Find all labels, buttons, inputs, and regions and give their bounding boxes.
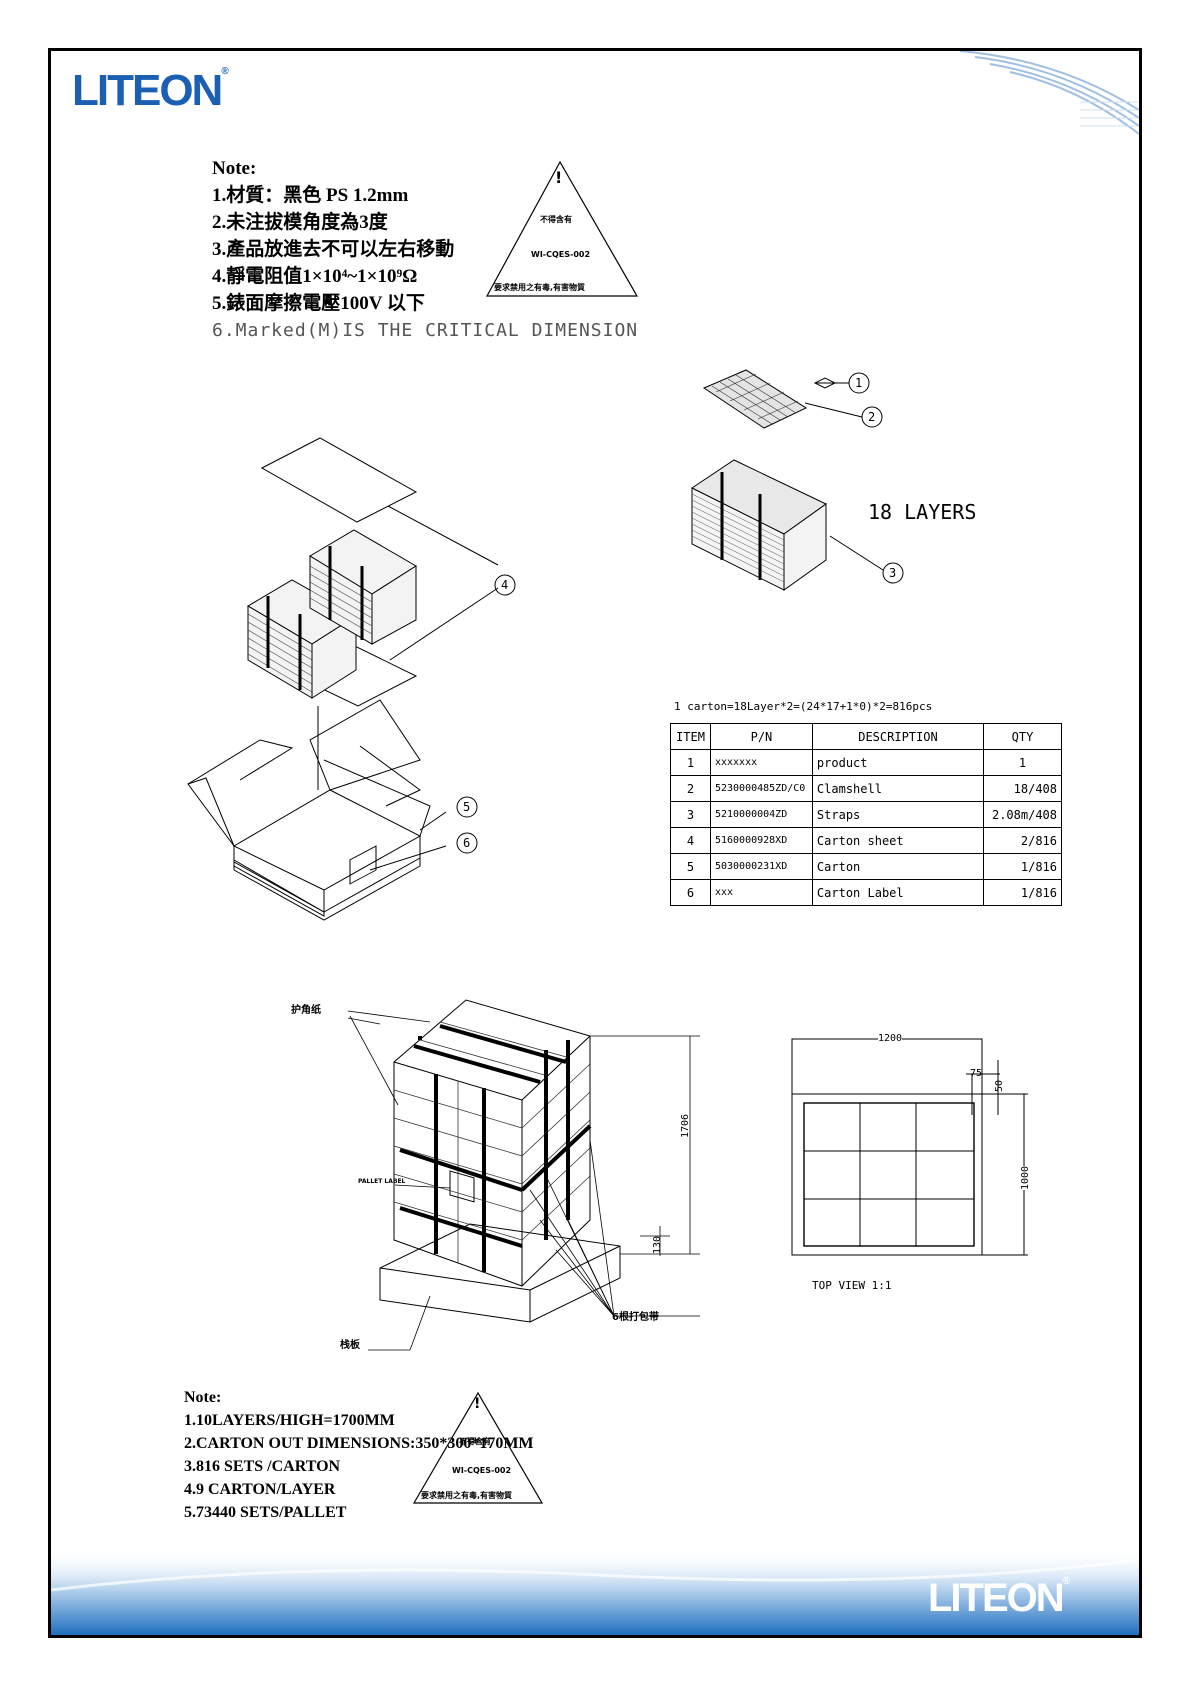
callout-circles [456,372,904,854]
bom-table: ITEM P/N DESCRIPTION QTY 1 xxxxxxx produ… [670,723,1062,906]
table-row: 6 xxx Carton Label 1/816 [670,879,1062,906]
bom-qty: 18/408 [983,775,1062,802]
bom-description: Carton Label [811,879,985,906]
pallet-label-tag: PALLET LABEL [358,1178,406,1185]
dim-75: 75 [970,1068,983,1079]
bom-header-qty: QTY [983,723,1062,750]
warning-triangle-1 [485,160,639,297]
corner-guard-label: 护角纸 [291,1005,321,1016]
bom-item: 2 [670,775,711,802]
table-row: 5 5030000231XD Carton 1/816 [670,853,1062,880]
note-item: 5.錶面摩擦電壓100V 以下 [212,293,425,314]
bom-description: Clamshell [811,775,985,802]
straps-label: 6根打包带 [612,1312,659,1323]
critical-dimension-note: 6.Marked(M)IS THE CRITICAL DIMENSION [212,320,639,341]
callout-4: 4 [501,578,509,592]
bom-qty: 1/816 [983,879,1062,906]
bom-qty: 1 [983,749,1062,776]
liteon-logo-top: LITEON® [72,66,229,116]
note-item: 1.10LAYERS/HIGH=1700MM [184,1412,395,1429]
bom-description: Carton sheet [811,827,985,854]
warning-line2: WI-CQES-002 [531,250,591,259]
brand-name: LITEON [928,1576,1065,1620]
note-title: Note: [212,158,257,179]
bom-description: Carton [811,853,985,880]
bom-pn: 5230000485ZD/C0 [709,775,813,802]
bom-qty: 1/816 [983,853,1062,880]
top-view-label: TOP VIEW 1:1 [812,1279,892,1292]
note-item: 2.CARTON OUT DIMENSIONS:350*300*170MM [184,1435,534,1452]
bom-qty: 2/816 [983,827,1062,854]
corner-stripes [959,50,1140,135]
carton-formula: 1 carton=18Layer*2=(24*17+1*0)*2=816pcs [674,700,933,713]
pallet-view [347,999,700,1351]
note-item: 4.靜電阻值1×10⁴~1×10⁹Ω [212,266,418,287]
note-title: Note: [184,1389,222,1406]
dim-base: 130 [652,1235,663,1254]
dim-width: 1200 [878,1033,903,1044]
bom-description: Straps [811,801,985,828]
note-item: 3.產品放進去不可以左右移動 [212,239,455,260]
callout-2: 2 [868,410,876,424]
tray-notes: Note: 1.材質：黑色 PS 1.2mm 2.未注拔模角度為3度 3.產品放… [212,155,638,344]
warning-line2: WI-CQES-002 [452,1466,512,1475]
callout-5: 5 [463,800,471,814]
pallet-notes: Note: 1.10LAYERS/HIGH=1700MM 2.CARTON OU… [184,1386,534,1524]
warning-icon: ! [555,168,563,187]
warning-line3: 要求禁用之有毒,有害物質 [421,1491,513,1500]
bom-pn: 5030000231XD [709,853,813,880]
bom-description: product [811,749,985,776]
bom-item: 4 [670,827,711,854]
warning-line1: 不得含有 [459,1437,491,1446]
bom-pn: 5160000928XD [709,827,813,854]
top-view [791,1038,1028,1256]
bom-item: 1 [670,749,711,776]
note-item: 1.材質：黑色 PS 1.2mm [212,185,409,206]
registered-mark: ® [1062,1576,1071,1587]
callout-6: 6 [463,836,471,850]
bom-item: 6 [670,879,711,906]
bom-item: 5 [670,853,711,880]
table-row: 4 5160000928XD Carton sheet 2/816 [670,827,1062,854]
bom-header-item: ITEM [670,723,711,750]
warning-line3: 要求禁用之有毒,有害物質 [494,283,586,292]
bom-header-row: ITEM P/N DESCRIPTION QTY [670,723,1062,750]
warning-triangle-2 [412,1391,544,1504]
bom-qty: 2.08m/408 [983,801,1062,828]
bottom-banner [51,1548,1139,1635]
bom-header-description: DESCRIPTION [811,723,985,750]
warning-icon: ! [474,1396,481,1412]
carton-exploded-view [187,437,499,921]
bom-item: 3 [670,801,711,828]
page-frame [48,48,1142,1638]
bom-pn: 5210000004ZD [709,801,813,828]
liteon-logo-bottom: LITEON® [928,1576,1070,1621]
table-row: 3 5210000004ZD Straps 2.08m/408 [670,801,1062,828]
brand-name: LITEON [72,66,223,115]
registered-mark: ® [221,66,229,77]
pallet-base-label: 栈板 [340,1340,360,1351]
callout-1: 1 [855,376,863,390]
note-item: 4.9 CARTON/LAYER [184,1481,336,1498]
table-row: 1 xxxxxxx product 1 [670,749,1062,776]
note-item: 2.未注拔模角度為3度 [212,212,388,233]
dim-depth: 1000 [1020,1165,1031,1190]
table-row: 2 5230000485ZD/C0 Clamshell 18/408 [670,775,1062,802]
tray-stack-view [691,369,827,591]
note-item: 5.73440 SETS/PALLET [184,1504,347,1521]
bom-pn: xxx [709,879,813,906]
note-item: 3.816 SETS /CARTON [184,1458,341,1475]
layers-label: 18 LAYERS [868,500,977,524]
dim-height: 1706 [680,1113,691,1138]
bom-pn: xxxxxxx [709,749,813,776]
callout-3: 3 [889,566,897,580]
bom-header-pn: P/N [709,723,813,750]
dim-50: 50 [994,1079,1005,1092]
warning-line1: 不得含有 [540,215,572,224]
